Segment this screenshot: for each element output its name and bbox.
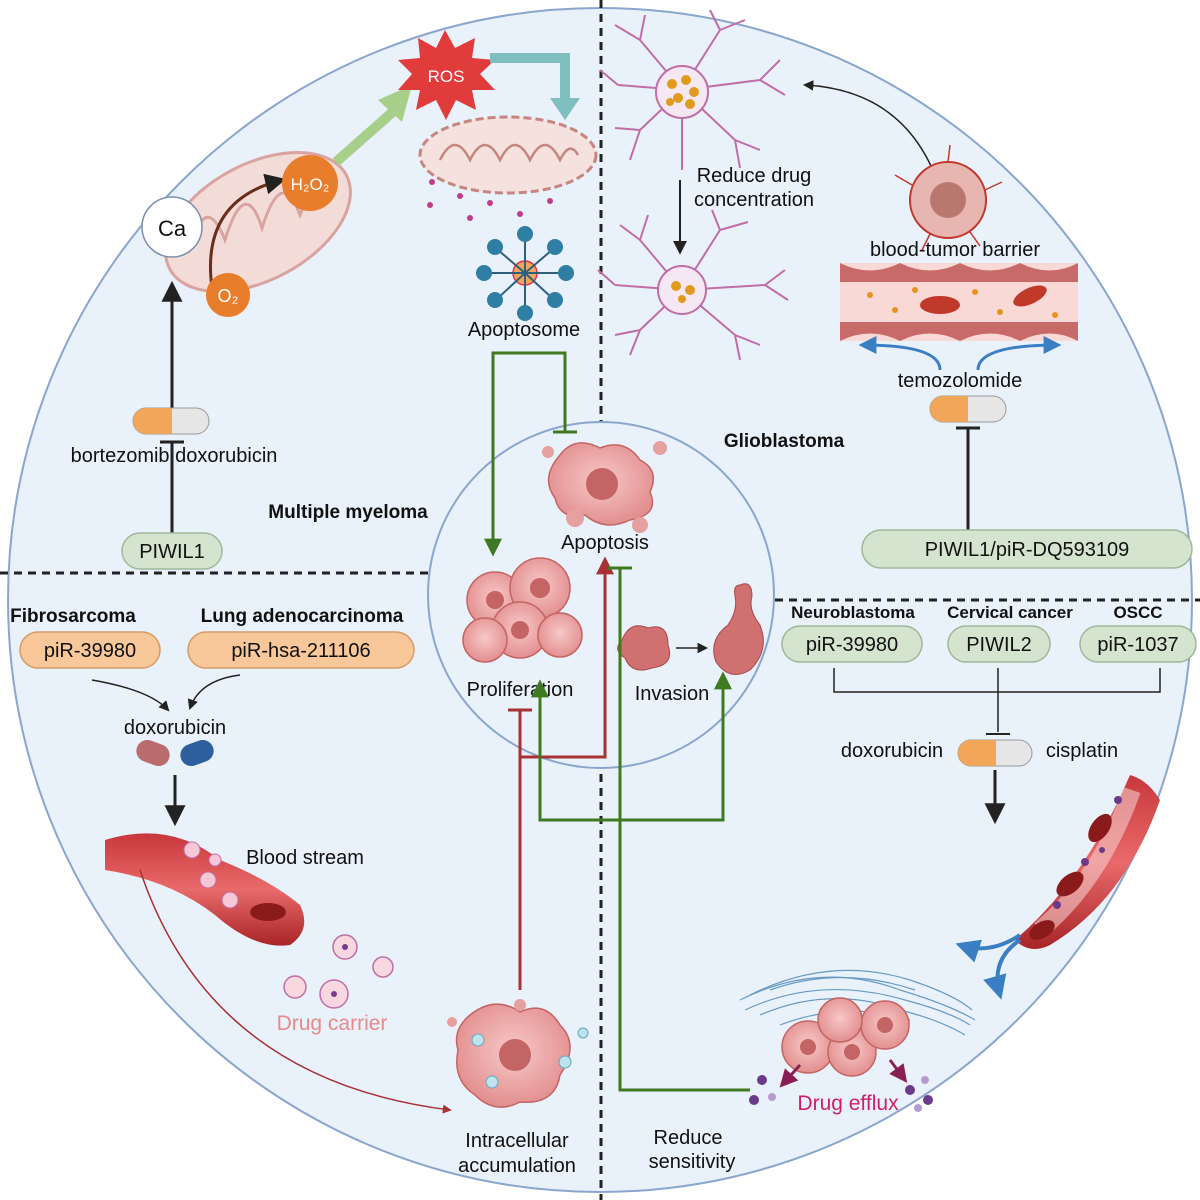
fibrosarcoma-rna-label: piR-39980 bbox=[44, 640, 136, 662]
h2o2-to-ros-arrow bbox=[332, 106, 399, 166]
blood-stream-label: Blood stream bbox=[246, 847, 364, 869]
doxorubicin-label-left: doxorubicin bbox=[124, 717, 226, 739]
doxorubicin-label-right: doxorubicin bbox=[841, 740, 943, 762]
lung-rna-label: piR-hsa-211106 bbox=[231, 640, 370, 662]
ca-label: Ca bbox=[158, 216, 187, 241]
efflux-drug-dots bbox=[749, 1075, 933, 1112]
tmz-left-arrow bbox=[858, 336, 942, 371]
temozolomide-label: temozolomide bbox=[898, 370, 1023, 392]
vessel-out-arrow-2 bbox=[983, 938, 1022, 1000]
cisplatin-label: cisplatin bbox=[1046, 740, 1118, 762]
efflux-arrow-right bbox=[888, 1059, 908, 1083]
o2-to-h2o2-arrow bbox=[209, 173, 287, 289]
neuron-top bbox=[599, 9, 786, 170]
rna-join-bracket bbox=[833, 668, 1161, 732]
accumulation-cell-icon bbox=[447, 999, 589, 1108]
reduce-drug-label-1: Reduce drug bbox=[697, 165, 812, 187]
cervical-rna-pill bbox=[947, 625, 1051, 663]
piwil1-pill bbox=[121, 532, 223, 570]
oscc-rna-label: piR-1037 bbox=[1097, 634, 1178, 656]
efflux-to-apoptosis-inhibit bbox=[618, 568, 750, 1092]
tumor-cells-efflux-icon bbox=[781, 997, 910, 1077]
multiple-myeloma-title: Multiple myeloma bbox=[268, 502, 428, 523]
efflux-to-invasion-arrow bbox=[620, 671, 732, 822]
lung-to-dox-arrow bbox=[187, 674, 241, 710]
ecm-fibers bbox=[739, 969, 976, 1036]
ros-to-mito-arrow bbox=[490, 53, 570, 100]
h2o2-label: H₂O₂ bbox=[291, 175, 330, 194]
drug-capsule-split bbox=[136, 739, 214, 767]
blood-vessel-right bbox=[1015, 775, 1160, 949]
neuroblastoma-rna-pill bbox=[781, 625, 923, 663]
tmz-right-arrow bbox=[976, 336, 1062, 371]
drug-capsule-tmz bbox=[929, 395, 1007, 423]
btb-label: blood-tumor barrier bbox=[870, 239, 1040, 261]
h2o2-to-ros-arrowhead bbox=[378, 85, 412, 122]
piwil1-pir-label: PIWIL1/piR-DQ593109 bbox=[925, 539, 1130, 561]
blood-vessel-left bbox=[105, 833, 305, 946]
lung-rna-pill bbox=[187, 631, 415, 669]
neuron-bottom-drugs bbox=[671, 281, 695, 303]
tumor-to-neuron-arrow bbox=[802, 80, 936, 176]
oscc-title: OSCC bbox=[1113, 603, 1162, 622]
reduce-sensitivity-label-1: Reduce bbox=[654, 1127, 723, 1149]
apoptosome-label: Apoptosome bbox=[468, 319, 580, 341]
efflux-to-proliferation-arrow bbox=[531, 679, 620, 822]
cervical-cancer-title: Cervical cancer bbox=[947, 603, 1073, 622]
fibrosarcoma-title: Fibrosarcoma bbox=[10, 606, 136, 627]
drug-capsule-left bbox=[132, 407, 210, 435]
cervical-rna-label: PIWIL2 bbox=[966, 634, 1032, 656]
h2o2-node bbox=[282, 155, 338, 211]
blood-tumor-barrier-vessel bbox=[840, 263, 1078, 341]
invasion-label: Invasion bbox=[635, 683, 710, 705]
neuroblastoma-title: Neuroblastoma bbox=[791, 603, 915, 622]
ros-burst bbox=[398, 30, 495, 120]
vessel-out-arrow-1 bbox=[955, 933, 1022, 963]
ros-label: ROS bbox=[428, 67, 465, 86]
apoptosis-label: Apoptosis bbox=[561, 532, 649, 554]
piwil1-label: PIWIL1 bbox=[139, 541, 205, 563]
o2-node bbox=[206, 273, 250, 317]
oscc-rna-pill bbox=[1079, 625, 1197, 663]
drug-carrier-icons bbox=[283, 934, 394, 1009]
drug-efflux-label: Drug efflux bbox=[797, 1092, 899, 1115]
accumulation-to-apoptosis-arrow bbox=[520, 556, 614, 759]
neuron-bottom-body bbox=[657, 265, 707, 315]
center-circle bbox=[427, 421, 775, 769]
drug-capsule-right bbox=[957, 739, 1033, 767]
apoptosome-to-proliferation-arrow bbox=[484, 351, 524, 557]
ca-circle bbox=[141, 196, 203, 258]
intracellular-label-1: Intracellular bbox=[465, 1130, 569, 1152]
fibrosarcoma-rna-pill bbox=[19, 631, 161, 669]
reduce-drug-label-2: concentration bbox=[694, 189, 814, 211]
glioblastoma-title: Glioblastoma bbox=[724, 431, 845, 452]
o2-label: O₂ bbox=[218, 286, 239, 306]
blood-to-accumulation-arrow bbox=[139, 869, 452, 1114]
intracellular-label-2: accumulation bbox=[458, 1155, 576, 1177]
piwil1-pir-pill bbox=[861, 529, 1193, 569]
apoptosis-cell-icon bbox=[542, 441, 667, 533]
reduce-sensitivity-label-2: sensitivity bbox=[649, 1151, 736, 1173]
drug-carrier-label: Drug carrier bbox=[277, 1012, 388, 1035]
lung-adenocarcinoma-title: Lung adenocarcinoma bbox=[201, 606, 404, 627]
proliferation-cells-icon bbox=[462, 557, 583, 663]
neuron-top-drugs bbox=[666, 75, 699, 109]
neuron-bottom bbox=[597, 209, 789, 361]
damaged-mitochondrion bbox=[418, 115, 598, 221]
drugs-label-left: bortezomib doxorubicin bbox=[71, 445, 278, 467]
neuron-top-body bbox=[655, 65, 709, 119]
fibro-to-dox-arrow bbox=[91, 679, 170, 712]
proliferation-label: Proliferation bbox=[467, 679, 574, 701]
efflux-arrow-left bbox=[779, 1063, 802, 1088]
apoptosome-to-apoptosis-inhibit bbox=[524, 351, 567, 432]
neuroblastoma-rna-label: piR-39980 bbox=[806, 634, 898, 656]
apoptosome-icon bbox=[476, 226, 574, 321]
brain-tumor-icon bbox=[894, 144, 1003, 251]
ros-to-mito-arrowhead bbox=[550, 98, 580, 120]
